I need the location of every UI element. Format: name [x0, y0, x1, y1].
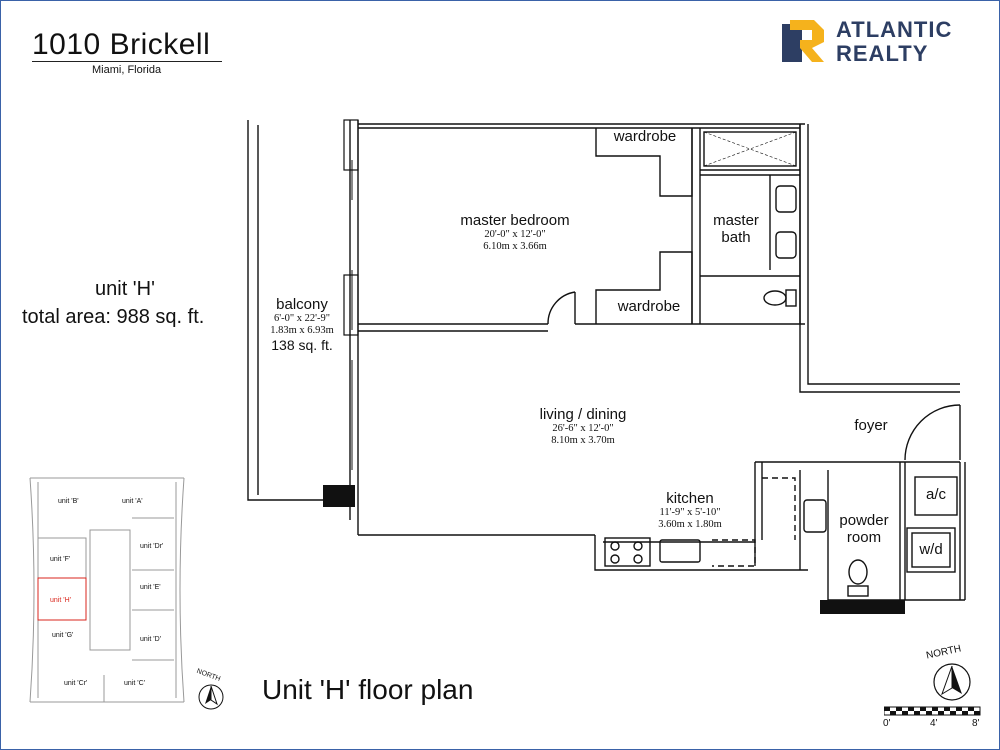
master-bedroom-label: master bedroom 20'-0" x 12'-0" 6.10m x 3… [430, 212, 600, 253]
balcony-dim-m: 1.83m x 6.93m [270, 325, 334, 336]
powder-room-line2: room [846, 529, 882, 546]
wd-label: w/d [919, 541, 943, 558]
unit-name: unit 'H' [95, 278, 155, 300]
building-location: Miami, Florida [92, 64, 162, 76]
wardrobe-top-label: wardrobe [613, 128, 677, 145]
key-unit-e: unit 'E' [140, 584, 161, 591]
master-bath-line1: master [713, 212, 759, 229]
balcony-name: balcony [276, 296, 328, 313]
living-dining-name: living / dining [539, 406, 627, 423]
master-bath-label: master bath [706, 212, 766, 246]
key-plan-compass-icon [198, 684, 224, 710]
key-unit-d: unit 'D' [140, 636, 161, 643]
master-bedroom-dim-ft: 20'-0" x 12'-0" [484, 229, 546, 240]
key-unit-h: unit 'H' [50, 597, 71, 604]
scale-label-4: 4' [930, 718, 938, 729]
key-unit-a: unit 'A' [122, 498, 143, 505]
key-unit-c: unit 'C' [124, 680, 145, 687]
column-block-2 [820, 600, 905, 614]
key-unit-dr: unit 'Dr' [140, 543, 164, 550]
north-compass-icon [933, 663, 971, 701]
column-block [323, 485, 355, 507]
logo-line2: REALTY [836, 41, 929, 66]
scale-bar [884, 706, 981, 716]
atlantic-realty-logo-icon [782, 20, 824, 62]
title-underline [32, 61, 222, 62]
key-unit-b: unit 'B' [58, 498, 79, 505]
key-unit-f: unit 'F' [50, 556, 71, 563]
logo-line1: ATLANTIC [836, 17, 953, 42]
scale-label-8: 8' [972, 718, 980, 729]
master-bedroom-dim-m: 6.10m x 3.66m [483, 241, 547, 252]
foyer-label: foyer [854, 417, 888, 434]
balcony-label: balcony 6'-0" x 22'-9" 1.83m x 6.93m 138… [262, 296, 342, 353]
building-title: 1010 Brickell [32, 28, 211, 61]
powder-room-line1: powder [839, 512, 889, 529]
wardrobe-bottom-label: wardrobe [617, 298, 681, 315]
master-bath-line2: bath [721, 229, 751, 246]
kitchen-label: kitchen 11'-9" x 5'-10" 3.60m x 1.80m [620, 490, 760, 531]
key-unit-cr: unit 'Cr' [64, 680, 88, 687]
balcony-area: 138 sq. ft. [271, 337, 333, 353]
living-dining-dim-ft: 26'-6" x 12'-0" [552, 423, 614, 434]
balcony-dim-ft: 6'-0" x 22'-9" [273, 313, 331, 324]
key-unit-g: unit 'G' [52, 632, 74, 639]
unit-total-area: total area: 988 sq. ft. [22, 306, 205, 328]
ac-label: a/c [925, 486, 946, 503]
kitchen-dim-ft: 11'-9" x 5'-10" [659, 507, 721, 518]
powder-room-label: powder room [834, 512, 894, 546]
scale-label-0: 0' [883, 718, 891, 729]
floor-plan-title: Unit 'H' floor plan [262, 674, 474, 705]
master-bedroom-name: master bedroom [460, 212, 570, 229]
kitchen-name: kitchen [666, 490, 714, 507]
kitchen-dim-m: 3.60m x 1.80m [658, 519, 722, 530]
logo-wordmark: ATLANTIC REALTY [836, 18, 952, 66]
key-plan-outline [29, 477, 185, 703]
living-dining-label: living / dining 26'-6" x 12'-0" 8.10m x … [508, 406, 658, 447]
wall-lines [247, 120, 966, 601]
living-dining-dim-m: 8.10m x 3.70m [551, 435, 615, 446]
